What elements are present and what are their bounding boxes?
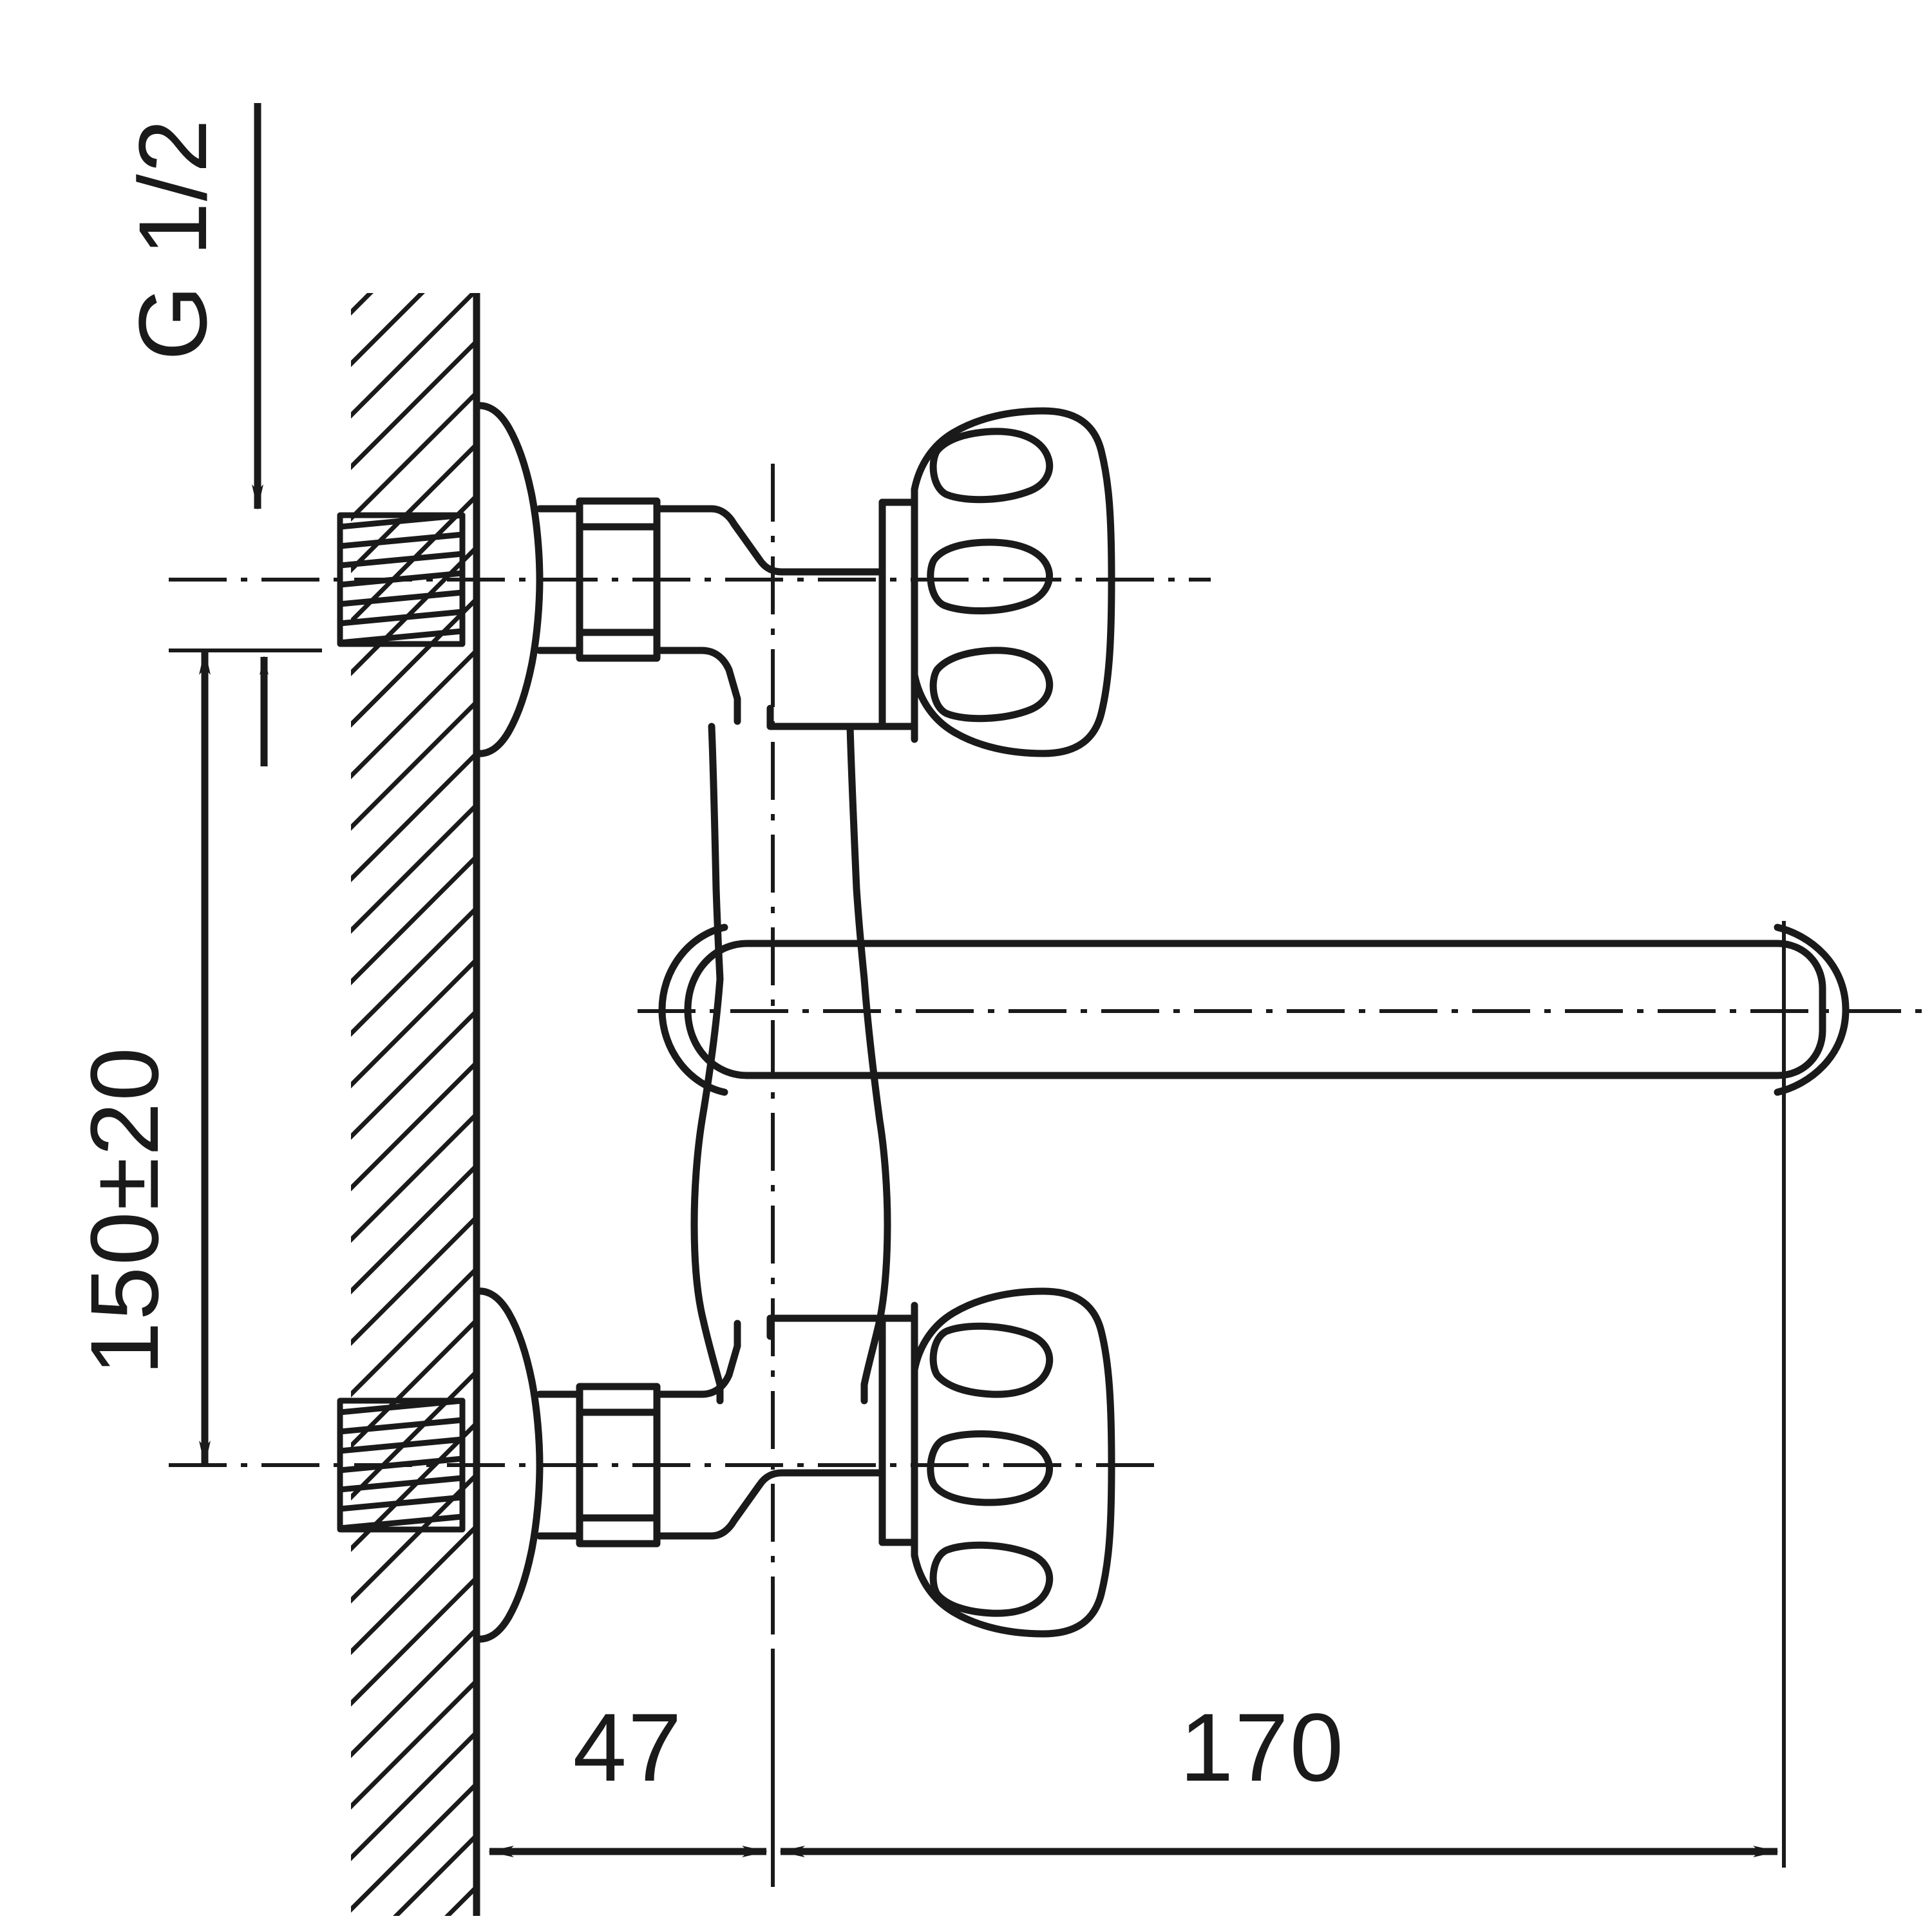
- upper-handle: [911, 407, 1115, 757]
- dimension-depth-47: 47: [488, 1693, 768, 1857]
- mixer-column: [690, 975, 891, 1388]
- reach-label: 170: [1180, 1693, 1345, 1801]
- upper-column-left: [708, 723, 724, 983]
- upper-bonnet: [766, 498, 886, 730]
- lower-hex-nut: [576, 1383, 661, 1548]
- upper-column-right: [846, 723, 868, 983]
- thread-label: G 1/2: [118, 118, 227, 361]
- upper-valve-body: [653, 505, 886, 576]
- upper-hex-nut: [576, 497, 661, 662]
- depth-label: 47: [573, 1693, 683, 1801]
- lower-handle: [911, 1287, 1115, 1638]
- lower-bonnet: [766, 1314, 886, 1546]
- extension-lines: [475, 921, 1786, 1887]
- dimension-thread-g12: G 1/2: [118, 103, 263, 510]
- upper-inlet-thread: [337, 512, 466, 647]
- dimension-reach-170: 170: [779, 1693, 1779, 1857]
- lower-valve-body: [653, 1320, 741, 1398]
- centre-lines: [169, 464, 1926, 1649]
- dimension-centre-distance: 150±20: [70, 649, 322, 1466]
- upper-valve-assembly: [337, 402, 1115, 983]
- centre-distance-label: 150±20: [70, 1046, 178, 1375]
- lower-inlet-thread: [337, 1397, 466, 1533]
